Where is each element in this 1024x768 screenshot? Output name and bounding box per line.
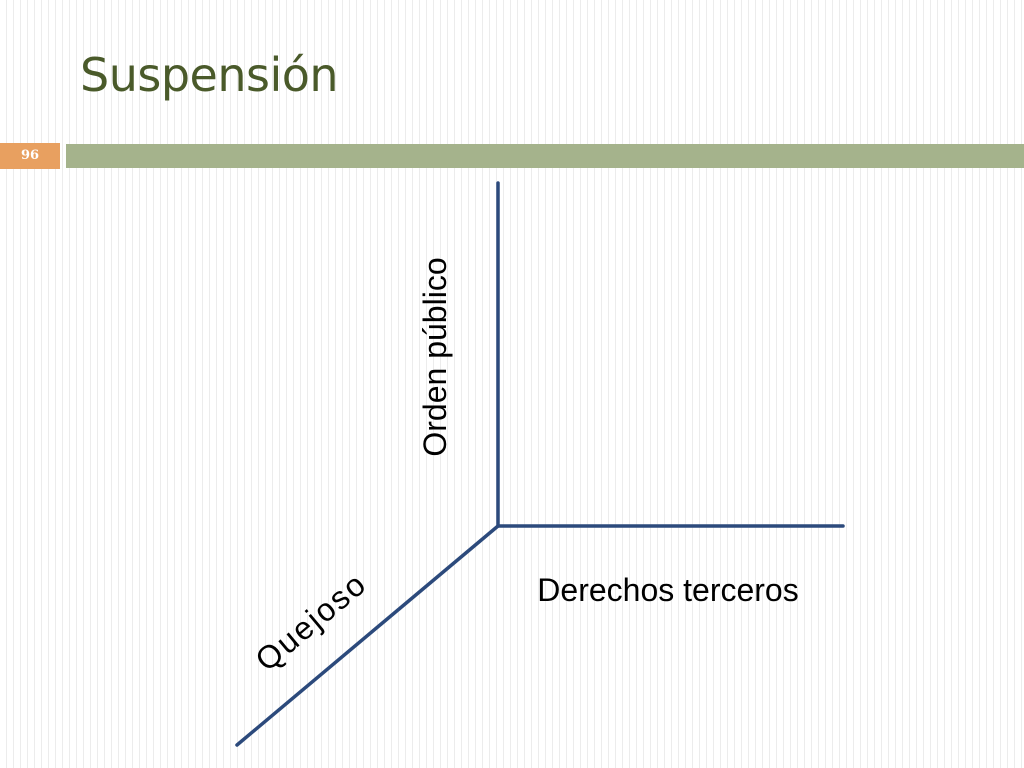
oblique-axis-label: Quejoso bbox=[248, 565, 373, 678]
title-divider-bar bbox=[66, 144, 1024, 168]
oblique-axis-line bbox=[235, 524, 500, 747]
horizontal-axis-label: Derechos terceros bbox=[537, 572, 798, 608]
vertical-axis-label: Orden público bbox=[417, 257, 453, 456]
slide-title: Suspensión bbox=[80, 48, 339, 102]
slide-number-badge: 96 bbox=[0, 143, 60, 169]
